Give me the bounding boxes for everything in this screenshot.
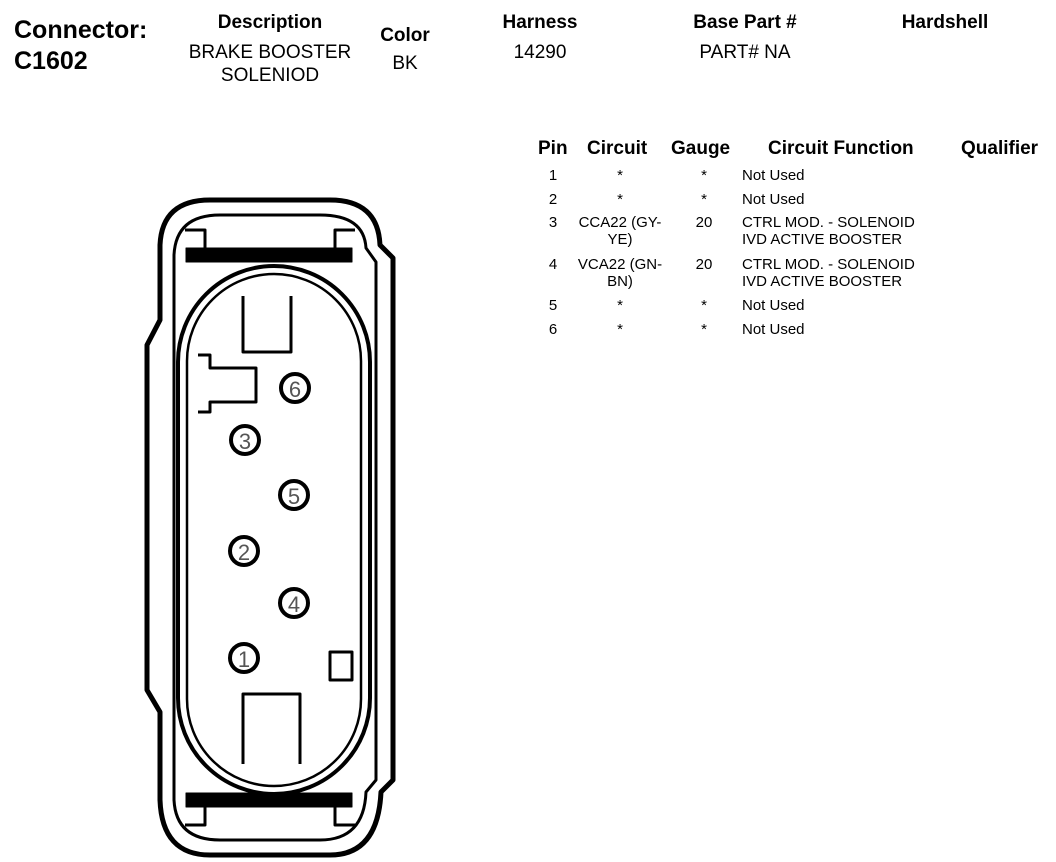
gauge-cell: * [701,191,707,208]
connector-label: Connector: [14,16,148,44]
pin-cell: 6 [548,321,558,338]
pin-cell: 5 [548,297,558,314]
pin-marker-3: 3 [229,424,261,456]
pin-cell: 4 [548,256,558,273]
top-key [241,296,293,354]
pin-cell: 2 [548,191,558,208]
pin-cavity-inner [185,272,363,788]
pin-label-5: 5 [288,484,300,509]
col-header-circuit: Circuit [587,138,648,159]
description-header: Description [217,12,323,33]
gauge-cell: * [701,321,707,338]
circuit-cell: * [617,297,623,314]
top-latch-bracket [185,228,355,248]
gauge-cell: 20 [695,256,713,273]
description-line-2: SOLENIOD [220,65,320,86]
circuit-cell-line-2: YE) [607,231,633,248]
harness-value: 14290 [513,42,567,63]
connector-outer-shell [144,197,396,858]
pin-marker-1: 1 [228,642,260,674]
connector-inner-shell [172,213,378,842]
circuit-cell: * [617,191,623,208]
connector-id: C1602 [14,47,88,75]
function-cell: Not Used [742,297,805,314]
circuit-cell: * [617,321,623,338]
right-small-tab [328,650,354,682]
pin-marker-4: 4 [278,587,310,619]
circuit-cell-line-1: CCA22 (GY- [578,214,662,231]
color-value: BK [392,53,418,74]
base-part-value: PART# NA [699,42,791,63]
harness-header: Harness [502,12,578,33]
pin-label-6: 6 [289,377,301,402]
pin-cavity-outer [176,264,372,796]
gauge-cell: * [701,167,707,184]
description-line-1: BRAKE BOOSTER [188,42,352,63]
base-part-header: Base Part # [693,12,797,33]
pin-marker-5: 5 [278,479,310,511]
gauge-cell: 20 [695,214,713,231]
function-cell-line-2: IVD ACTIVE BOOSTER [742,273,903,290]
col-header-pin: Pin [538,138,568,159]
function-cell: Not Used [742,321,805,338]
pin-label-3: 3 [239,429,251,454]
function-cell-line-1: CTRL MOD. - SOLENOID [742,214,915,231]
col-header-circuit-function: Circuit Function [768,138,914,159]
left-polarization-key [198,353,258,414]
pin-cell: 1 [548,167,558,184]
col-header-qualifier: Qualifier [961,138,1039,159]
function-cell-line-1: CTRL MOD. - SOLENOID [742,256,915,273]
pin-label-2: 2 [238,540,250,565]
function-cell: Not Used [742,167,805,184]
pin-label-4: 4 [288,592,300,617]
circuit-cell: * [617,167,623,184]
pin-cell: 3 [548,214,558,231]
function-cell-line-2: IVD ACTIVE BOOSTER [742,231,903,248]
color-header: Color [380,25,430,46]
bottom-key [241,692,302,764]
hardshell-header: Hardshell [901,12,989,33]
col-header-gauge: Gauge [671,138,731,159]
pin-marker-2: 2 [228,535,260,567]
circuit-cell-line-1: VCA22 (GN- [577,256,663,273]
function-cell: Not Used [742,191,805,208]
top-latch-bar [185,247,353,263]
bottom-latch-bracket [185,807,355,827]
pin-marker-6: 6 [279,372,311,404]
pin-label-1: 1 [238,647,250,672]
circuit-cell-line-2: BN) [607,273,633,290]
gauge-cell: * [701,297,707,314]
